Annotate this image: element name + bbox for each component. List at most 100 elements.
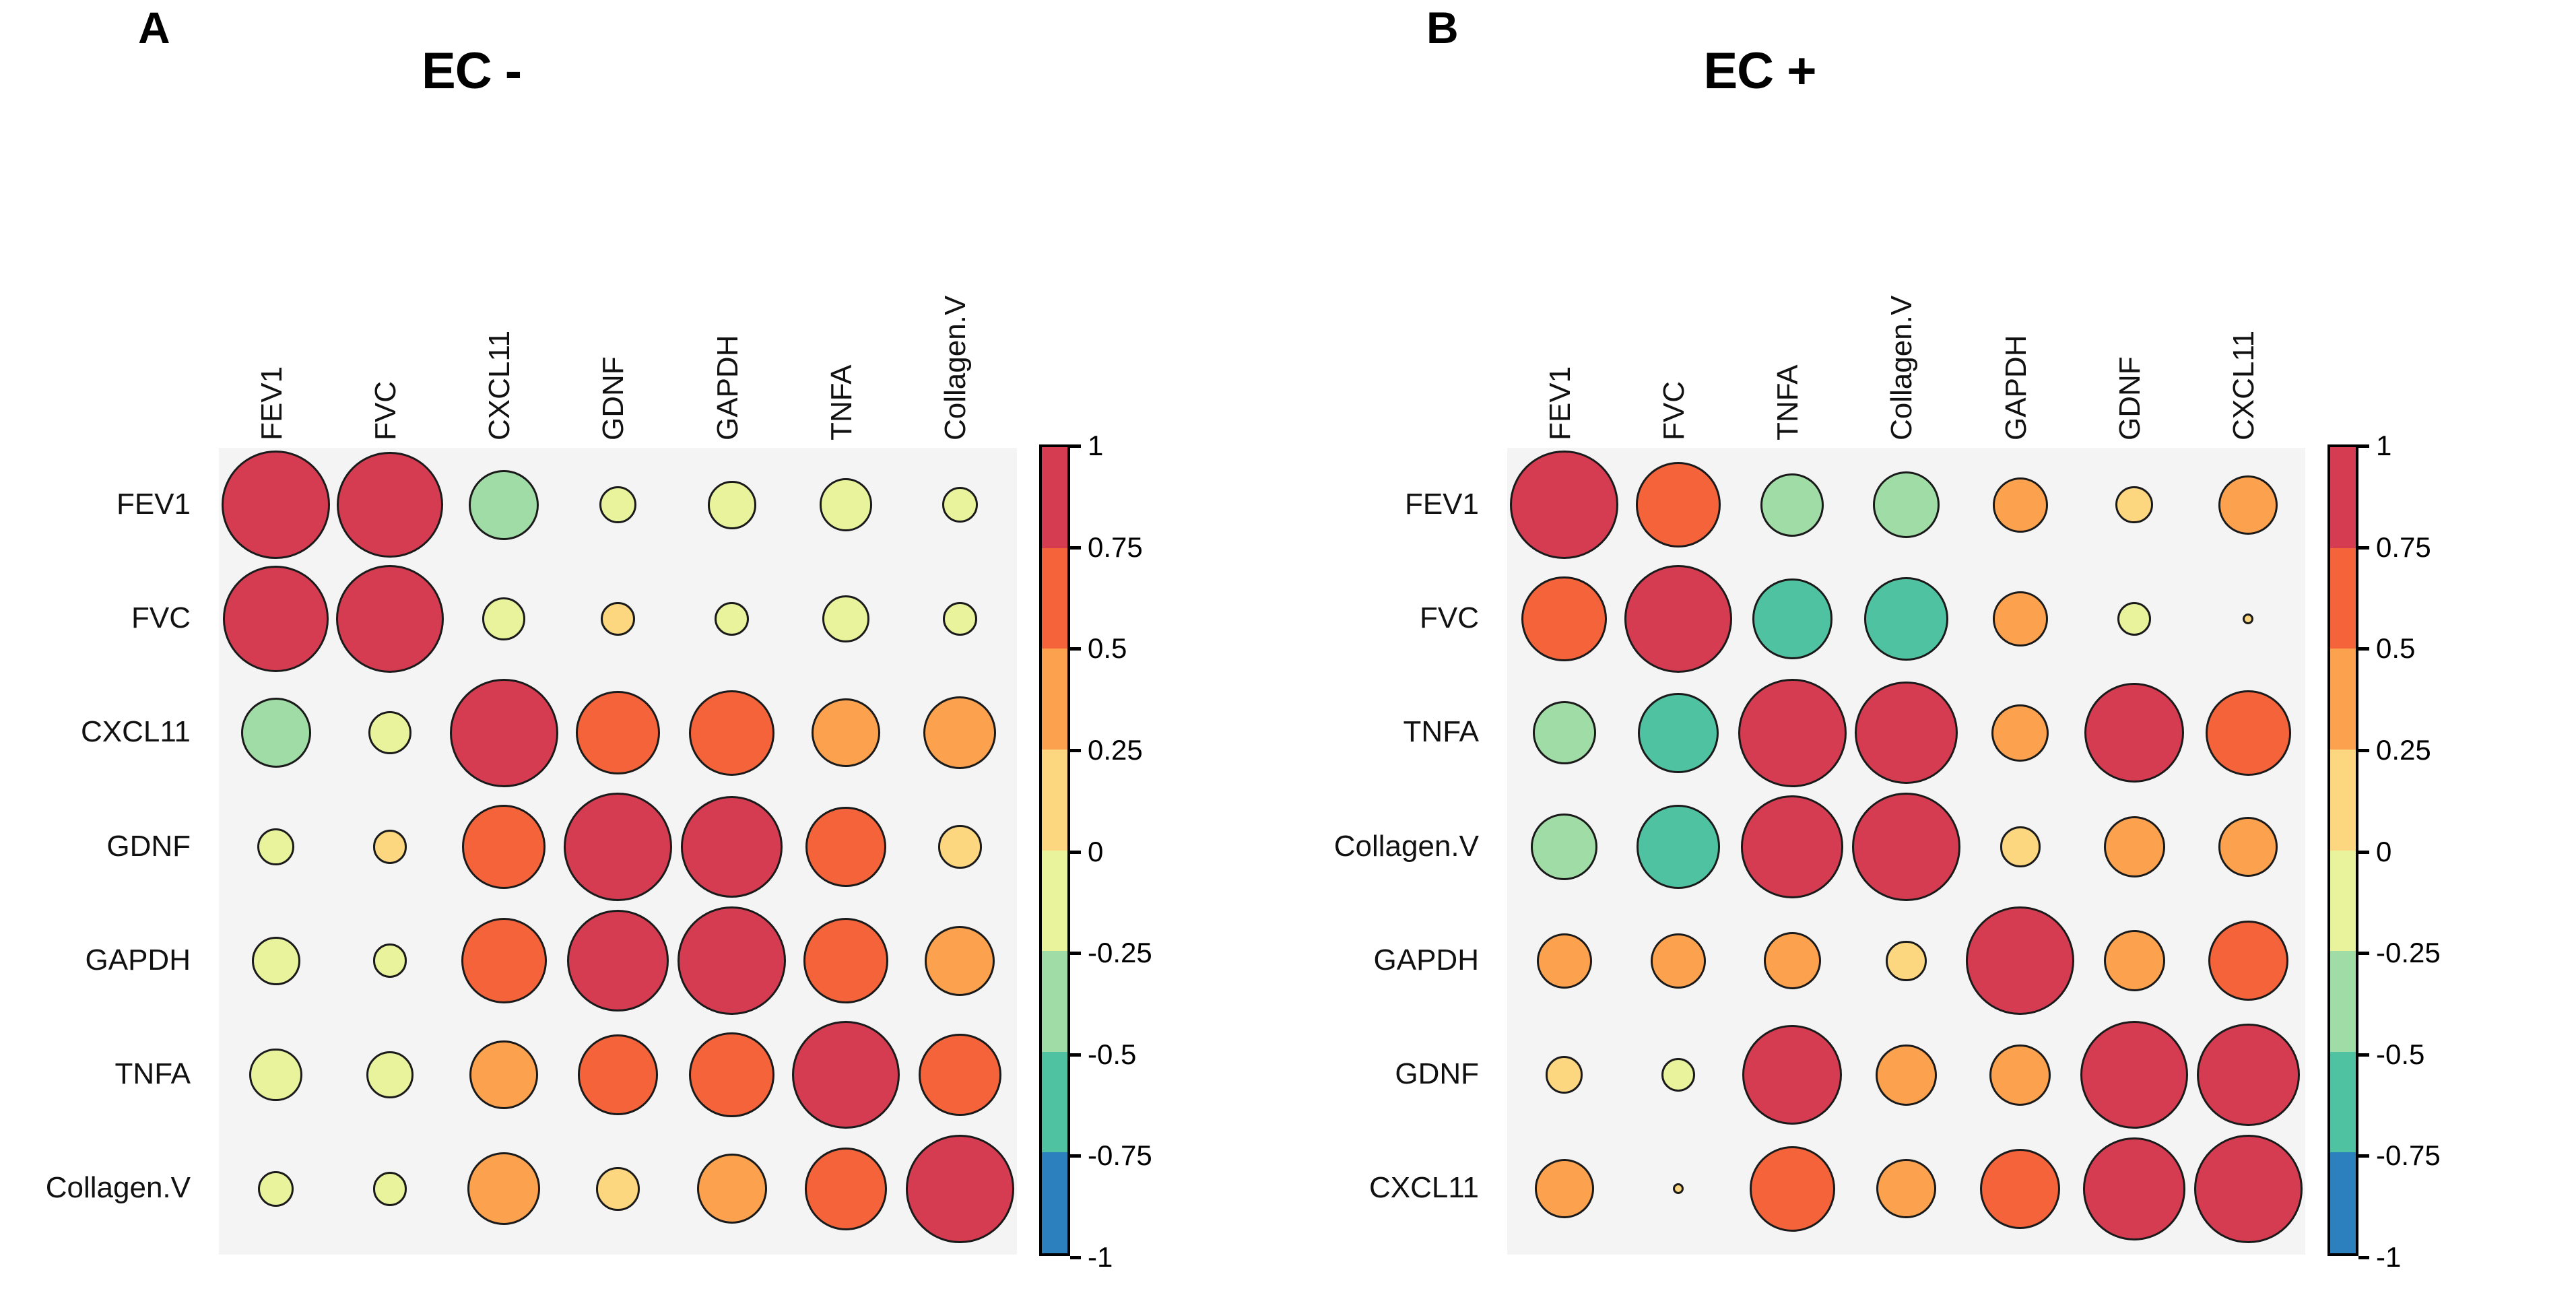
correlation-bubble bbox=[222, 451, 331, 560]
correlation-bubble bbox=[596, 1167, 640, 1211]
correlation-bubble bbox=[251, 936, 300, 985]
correlation-bubble bbox=[2115, 486, 2153, 524]
matrix-cell bbox=[903, 676, 1017, 790]
column-label-holder: CXCL11 bbox=[447, 108, 561, 444]
column-label-holder: GAPDH bbox=[1963, 108, 2077, 444]
correlation-bubble bbox=[2117, 601, 2152, 636]
correlation-bubble bbox=[335, 564, 444, 673]
row-label-collagen-v: Collagen.V bbox=[45, 1171, 191, 1205]
column-label-holder: GDNF bbox=[561, 108, 675, 444]
colorbar-band bbox=[1042, 1051, 1067, 1153]
matrix-cell bbox=[789, 676, 902, 790]
correlation-bubble bbox=[689, 690, 775, 776]
correlation-bubble bbox=[469, 469, 539, 540]
correlation-bubble bbox=[1624, 564, 1733, 673]
correlation-bubble bbox=[564, 793, 672, 901]
row-label-gapdh: GAPDH bbox=[85, 943, 191, 976]
matrix-cell bbox=[2191, 562, 2305, 675]
matrix-cell bbox=[1963, 1132, 2077, 1246]
correlation-bubble bbox=[368, 711, 412, 755]
matrix-cell bbox=[2191, 1018, 2305, 1131]
colorbar-gradient-a bbox=[1039, 444, 1070, 1256]
column-label-gapdh: GAPDH bbox=[1999, 335, 2033, 440]
matrix-cell bbox=[903, 1132, 1017, 1246]
colorbar-tick bbox=[1070, 444, 1081, 448]
bubble-grid-a bbox=[219, 448, 1017, 1255]
matrix-cell bbox=[1849, 562, 1963, 675]
matrix-cell bbox=[1621, 562, 1735, 675]
colorbar-band bbox=[2330, 850, 2356, 952]
correlation-bubble bbox=[812, 698, 880, 768]
column-label-fev1: FEV1 bbox=[255, 366, 288, 440]
panel-title-b: EC + bbox=[1703, 42, 1816, 100]
matrix-cell bbox=[2077, 904, 2191, 1018]
correlation-bubble bbox=[2103, 816, 2165, 877]
correlation-bubble bbox=[925, 925, 995, 996]
correlation-bubble bbox=[2197, 1023, 2300, 1127]
correlation-bubble bbox=[257, 828, 295, 866]
colorbar-tick-label: 0.75 bbox=[1088, 531, 1143, 563]
column-label-collagen-v: Collagen.V bbox=[1885, 295, 1919, 440]
matrix-cell bbox=[675, 1132, 789, 1246]
colorbar-band bbox=[2330, 548, 2356, 649]
correlation-bubble bbox=[2243, 613, 2254, 624]
matrix-cell bbox=[903, 1018, 1017, 1131]
correlation-bubble bbox=[576, 690, 660, 775]
matrix-cell bbox=[2191, 1132, 2305, 1246]
correlation-bubble bbox=[449, 678, 558, 787]
colorbar-tick bbox=[2358, 1053, 2369, 1057]
correlation-bubble bbox=[942, 601, 977, 636]
colorbar-tick bbox=[1070, 748, 1081, 752]
column-label-holder: TNFA bbox=[1736, 108, 1849, 444]
correlation-bubble bbox=[1992, 591, 2048, 646]
matrix-cell bbox=[2191, 790, 2305, 904]
matrix-cell bbox=[1963, 448, 2077, 562]
correlation-bubble bbox=[240, 698, 311, 768]
column-label-fvc: FVC bbox=[368, 381, 402, 440]
correlation-bubble bbox=[1991, 704, 2049, 762]
colorbar-tick-label: -0.25 bbox=[2376, 937, 2441, 969]
correlation-bubble bbox=[938, 825, 982, 869]
column-label-tnfa: TNFA bbox=[1771, 364, 1805, 440]
matrix-cell bbox=[447, 676, 561, 790]
correlation-bubble bbox=[1763, 932, 1821, 990]
correlation-bubble bbox=[1635, 462, 1721, 548]
matrix-cell bbox=[1507, 676, 1621, 790]
matrix-cell bbox=[1736, 1018, 1849, 1131]
matrix-cell bbox=[675, 448, 789, 562]
matrix-cell bbox=[447, 790, 561, 904]
matrix-cell bbox=[1621, 676, 1735, 790]
colorbar-band bbox=[2330, 447, 2356, 548]
matrix-cell bbox=[1963, 676, 2077, 790]
matrix-cell bbox=[1849, 676, 1963, 790]
matrix-cell bbox=[789, 904, 902, 1018]
correlation-bubble bbox=[599, 486, 637, 524]
correlation-bubble bbox=[819, 478, 873, 532]
correlation-bubble bbox=[2218, 817, 2278, 877]
correlation-bubble bbox=[222, 566, 329, 672]
colorbar-band bbox=[2330, 1152, 2356, 1253]
correlation-bubble bbox=[1742, 1024, 1843, 1125]
correlation-bubble bbox=[2000, 826, 2041, 867]
colorbar-band bbox=[2330, 1051, 2356, 1153]
correlation-bubble bbox=[2218, 475, 2278, 535]
matrix-cell bbox=[333, 676, 447, 790]
matrix-cell bbox=[1507, 1018, 1621, 1131]
matrix-cell bbox=[1621, 448, 1735, 562]
colorbar-tick-label: -0.75 bbox=[2376, 1139, 2441, 1172]
matrix-cell bbox=[2077, 562, 2191, 675]
matrix-cell bbox=[903, 790, 1017, 904]
correlation-bubble bbox=[689, 1032, 775, 1118]
colorbar-tick bbox=[2358, 748, 2369, 752]
correlation-bubble bbox=[467, 1152, 541, 1226]
matrix-cell bbox=[1849, 904, 1963, 1018]
colorbar-tick-label: 0.5 bbox=[2376, 632, 2416, 665]
column-label-holder: FEV1 bbox=[1507, 108, 1621, 444]
matrix-cell bbox=[561, 676, 675, 790]
matrix-cell bbox=[1963, 562, 2077, 675]
row-label-gdnf: GDNF bbox=[106, 829, 191, 863]
matrix-cell bbox=[333, 790, 447, 904]
colorbar-tick bbox=[1070, 1053, 1081, 1057]
